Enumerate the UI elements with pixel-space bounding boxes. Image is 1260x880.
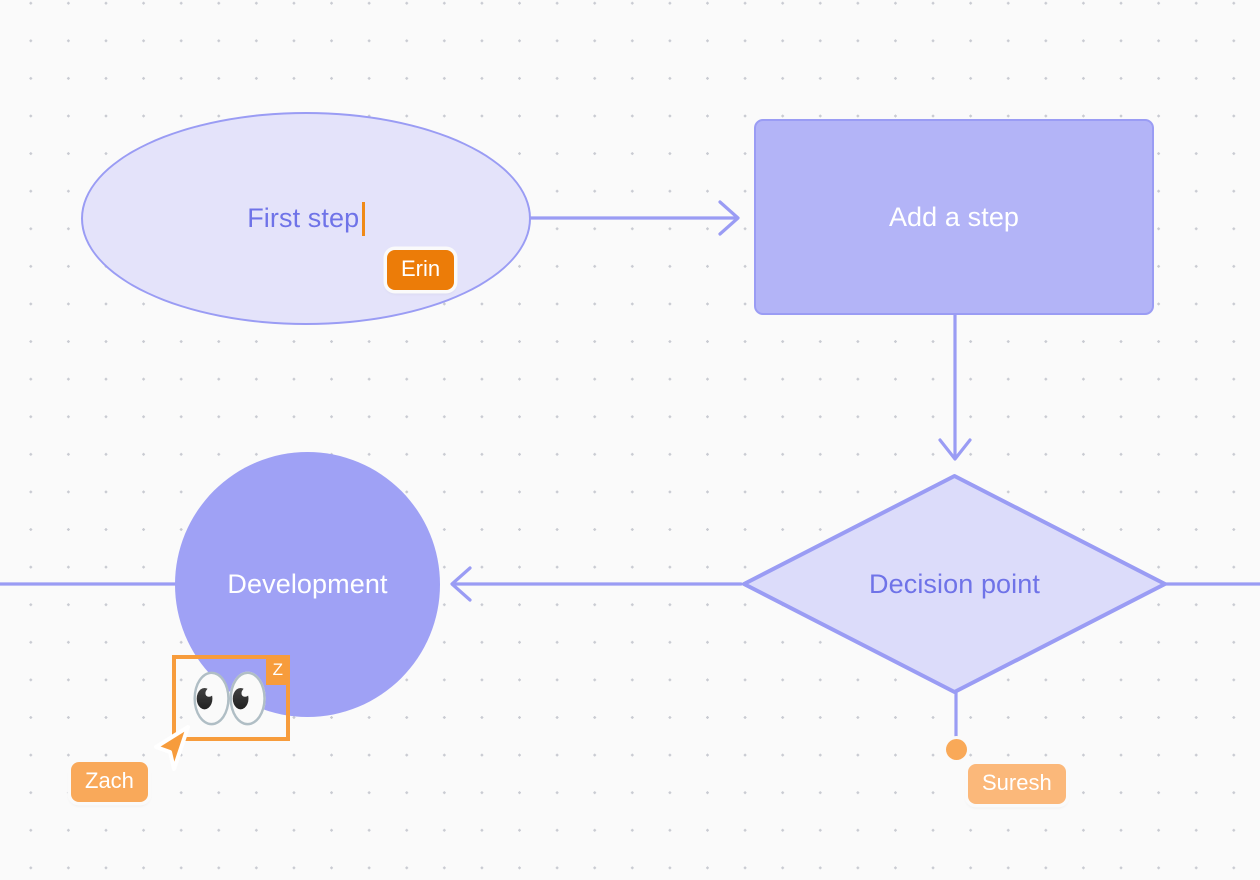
text-caret-icon [362,201,365,236]
node-add-step[interactable]: Add a step [754,119,1154,315]
collaborator-label-zach: Zach [71,762,148,802]
anchor-dot-suresh[interactable] [946,739,967,760]
node-decision-label: Decision point [869,568,1040,599]
node-first-step-label: First step [247,203,360,233]
node-development[interactable]: Development [175,452,440,717]
node-add-step-label: Add a step [888,201,1020,232]
node-decision[interactable]: Decision point [741,473,1168,695]
cursor-pointer-zach [154,725,190,771]
selection-badge-initial: Z [265,655,290,685]
selection-box-zach[interactable]: Z [172,655,290,741]
node-development-label: Development [227,569,388,599]
collaborator-label-erin: Erin [387,250,455,290]
sticker-eyes-emoji[interactable]: 👀 [188,661,272,735]
diamond-shape-icon [742,474,1167,694]
edge-decision-to-development[interactable] [450,566,743,602]
edge-add-step-to-decision[interactable] [938,313,972,461]
node-first-step[interactable]: First step [81,112,531,325]
collaborator-label-suresh: Suresh [968,764,1066,804]
edge-first-step-to-add-step[interactable] [529,200,740,236]
